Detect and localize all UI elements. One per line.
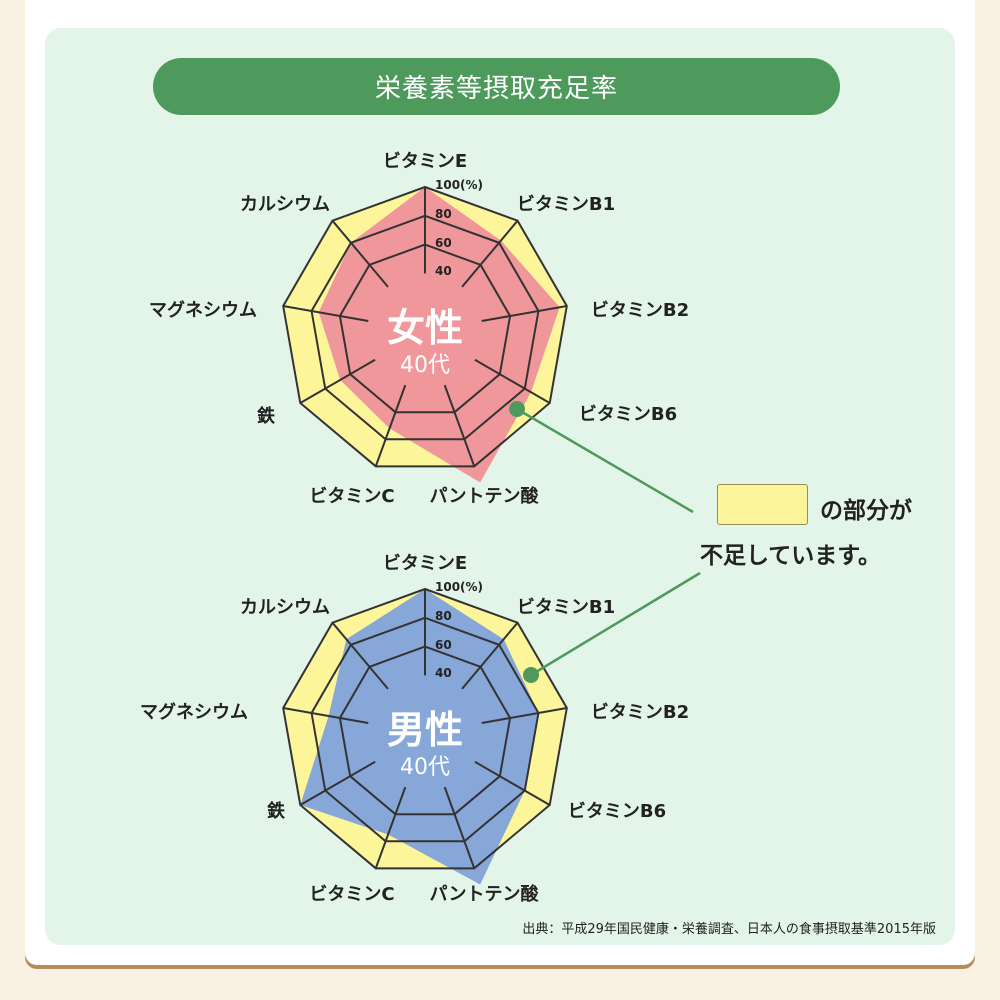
callout-line — [530, 571, 701, 677]
axis-label: カルシウム — [240, 597, 330, 618]
axis-label: マグネシウム — [140, 702, 248, 723]
axis-spoke — [331, 220, 389, 288]
tick-label: 60 — [435, 235, 452, 250]
axis-spoke — [299, 760, 376, 806]
axis-spoke — [443, 384, 476, 467]
tick-label: 80 — [435, 206, 452, 221]
axis-spoke — [481, 305, 567, 322]
axis-spoke — [461, 220, 519, 288]
axis-spoke — [374, 786, 407, 869]
tick-label: 40 — [435, 264, 452, 279]
chart-title: 女性 — [386, 306, 463, 350]
chart-title: 男性 — [386, 708, 463, 752]
axis-spoke — [474, 358, 551, 404]
legend-swatch-shortfall — [717, 484, 808, 525]
axis-spoke — [299, 358, 376, 404]
axis-label: パントテン酸 — [429, 486, 539, 507]
axis-spoke — [443, 786, 476, 869]
axis-spoke — [283, 707, 369, 724]
axis-spoke — [283, 305, 369, 322]
tick-label: 100(%) — [435, 178, 484, 192]
grid-ring-60 — [338, 645, 512, 816]
legend-text-line2: 不足しています。 — [700, 543, 882, 569]
axis-spoke — [374, 384, 407, 467]
callout-line — [516, 407, 694, 514]
axis-spoke — [331, 622, 389, 690]
axis-spoke — [481, 707, 567, 724]
grid-ring-100 — [282, 587, 568, 870]
chart-subtitle: 40代 — [400, 755, 450, 780]
axis-label: ビタミンB6 — [567, 801, 667, 822]
axis-label: 鉄 — [257, 406, 275, 427]
male-intake-area — [300, 589, 539, 885]
tick-label: 40 — [435, 666, 452, 681]
axis-label: ビタミンE — [382, 553, 468, 574]
axis-label: 鉄 — [267, 801, 285, 822]
tick-label: 60 — [435, 637, 452, 652]
callout-dot — [509, 401, 525, 417]
axis-label: カルシウム — [240, 194, 330, 215]
axis-label: ビタミンC — [309, 884, 395, 905]
axis-label: ビタミンB2 — [590, 300, 690, 321]
axis-label: ビタミンC — [309, 486, 395, 507]
grid-ring-60 — [338, 243, 512, 414]
grid-ring-80 — [310, 616, 540, 843]
axis-label: マグネシウム — [149, 300, 257, 321]
callout-dot — [523, 667, 539, 683]
page-title: 栄養素等摂取充足率 — [153, 58, 840, 115]
grid-ring-80 — [310, 214, 540, 441]
axis-label: パントテン酸 — [429, 884, 539, 905]
axis-label: ビタミンE — [382, 151, 468, 172]
legend-text-line1: の部分が — [820, 498, 912, 524]
axis-label: ビタミンB6 — [578, 404, 678, 425]
grid-ring-100 — [282, 185, 568, 468]
chart-subtitle: 40代 — [400, 353, 450, 378]
source-note: 出典：平成29年国民健康・栄養調査、日本人の食事摂取基準2015年版 — [522, 922, 936, 937]
tick-label: 80 — [435, 608, 452, 623]
axis-label: ビタミンB1 — [516, 194, 616, 215]
tick-label: 100(%) — [435, 580, 484, 594]
axis-spoke — [461, 622, 519, 690]
axis-label: ビタミンB2 — [590, 702, 690, 723]
axis-spoke — [474, 760, 551, 806]
axis-label: ビタミンB1 — [516, 597, 616, 618]
